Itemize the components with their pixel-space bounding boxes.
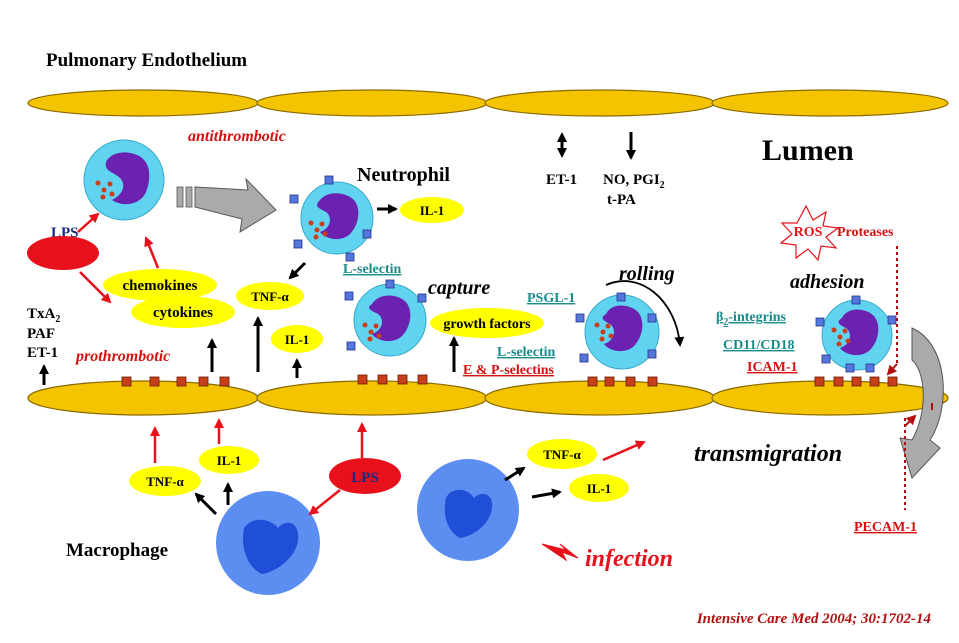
endothelial-cell xyxy=(256,89,488,117)
neutrophil-adhesion xyxy=(815,295,897,373)
tnf-mac1-bubble xyxy=(129,466,201,496)
tnf-mac2-bubble xyxy=(527,439,597,469)
endothelial-cell xyxy=(27,89,259,117)
receptors xyxy=(289,175,372,262)
lps-mac-blob xyxy=(329,458,401,494)
il1-mac1-bubble xyxy=(199,446,259,474)
txa2-label: TxA2 xyxy=(27,306,60,325)
neutrophil-nucleus xyxy=(369,295,411,342)
neutrophil-nucleus xyxy=(317,193,359,240)
lumen-label: Lumen xyxy=(762,134,854,167)
tpa-label: t-PA xyxy=(607,192,636,208)
transmigration-arrow-icon xyxy=(899,327,944,479)
ros-label: ROS xyxy=(794,225,823,240)
macrophage-left-red-arrows xyxy=(150,418,367,516)
il1-neutrophil-bubble xyxy=(400,197,464,223)
neutrophil-label: Neutrophil xyxy=(357,164,450,186)
macrophage-nucleus xyxy=(444,489,493,538)
icam1-label: ICAM-1 xyxy=(747,360,798,375)
proteases-label: Proteases xyxy=(837,225,894,240)
ep-selectins-label: E & P-selectins xyxy=(463,363,555,378)
neutrophil-nucleus xyxy=(838,309,879,356)
neutrophil-activated xyxy=(289,175,374,262)
b2-integrins-label: β2-integrins xyxy=(716,310,786,328)
lightning-icon xyxy=(541,543,579,562)
neutrophil-top-left xyxy=(83,139,165,221)
paf-label: PAF xyxy=(27,326,55,342)
macrophage-label: Macrophage xyxy=(66,540,168,561)
macrophage-nucleus xyxy=(242,519,299,574)
movement-arrow xyxy=(176,177,277,233)
endothelial-cell xyxy=(711,89,949,117)
transmigration-label: transmigration xyxy=(694,441,842,467)
psgl1-label: PSGL-1 xyxy=(527,291,575,306)
rolling-label: rolling xyxy=(619,263,675,285)
endothelial-cell xyxy=(711,380,949,416)
cd11-cd18-label: CD11/CD18 xyxy=(723,338,795,353)
citation: Intensive Care Med 2004; 30:1702-14 xyxy=(696,611,932,627)
neutrophil-nucleus xyxy=(602,305,643,352)
top-endothelium-layer xyxy=(27,89,949,117)
receptors xyxy=(815,295,897,373)
tnf-mac2-label: TNF-α xyxy=(543,447,581,462)
endothelial-cell xyxy=(484,89,716,117)
il1-mac1-label: IL-1 xyxy=(217,453,242,468)
proteases-arrow xyxy=(886,363,898,376)
neutrophil-nucleus xyxy=(105,152,150,205)
macrophage-left-arrows xyxy=(194,482,233,516)
cytokines-bubble xyxy=(131,296,235,328)
macrophage-right xyxy=(417,459,519,561)
chemokines-label: chemokines xyxy=(123,278,198,294)
l-selectin-label-2: L-selectin xyxy=(497,345,556,360)
rolling-arrow xyxy=(605,280,685,347)
neutrophil-rolling xyxy=(575,292,660,370)
growth-factors-bubble xyxy=(430,308,544,338)
macrophage-right-arrows xyxy=(504,466,562,499)
prothrombotic-label: prothrombotic xyxy=(74,348,170,365)
et1-top-label: ET-1 xyxy=(546,172,577,188)
et1-left-label: ET-1 xyxy=(27,345,58,361)
cytokines-label: cytokines xyxy=(153,305,213,321)
lps-red-arrows xyxy=(77,212,160,304)
il1-neutrophil-label: IL-1 xyxy=(420,203,445,218)
neutrophil-capture xyxy=(344,279,427,357)
infection-label: infection xyxy=(585,546,673,572)
ros-burst-icon xyxy=(779,204,840,262)
antithrombotic-label: antithrombotic xyxy=(188,128,286,145)
macrophage-left xyxy=(216,491,320,595)
endothelial-cell xyxy=(484,380,716,416)
tnf-top-label: TNF-α xyxy=(251,289,289,304)
il1-mac2-label: IL-1 xyxy=(587,481,612,496)
endothelium-up-arrows xyxy=(207,261,459,378)
lps-mac-label: LPS xyxy=(351,470,379,486)
tnf-top-bubble xyxy=(236,282,304,310)
il1-top-bubble xyxy=(271,325,323,353)
chemokines-bubble xyxy=(103,269,217,301)
adhesion-label: adhesion xyxy=(790,271,864,293)
junction-molecules xyxy=(121,374,935,401)
endothelial-cell xyxy=(256,380,488,416)
macrophage-right-red-arrow xyxy=(602,440,646,462)
capture-label: capture xyxy=(428,277,490,299)
receptors xyxy=(344,279,427,351)
pecam1-arrow xyxy=(904,414,917,427)
lps-left-blob xyxy=(27,236,99,270)
bottom-endothelium-layer xyxy=(27,380,949,416)
il1-top-label: IL-1 xyxy=(285,332,310,347)
page-title: Pulmonary Endothelium xyxy=(46,50,247,71)
no-pgi-label: NO, PGI2 xyxy=(603,172,665,191)
l-selectin-label-1: L-selectin xyxy=(343,262,402,277)
tnf-mac1-label: TNF-α xyxy=(146,474,184,489)
pecam1-label: PECAM-1 xyxy=(854,520,917,535)
receptors xyxy=(575,292,657,363)
growth-factors-label: growth factors xyxy=(443,317,531,332)
il1-mac2-bubble xyxy=(569,474,629,502)
